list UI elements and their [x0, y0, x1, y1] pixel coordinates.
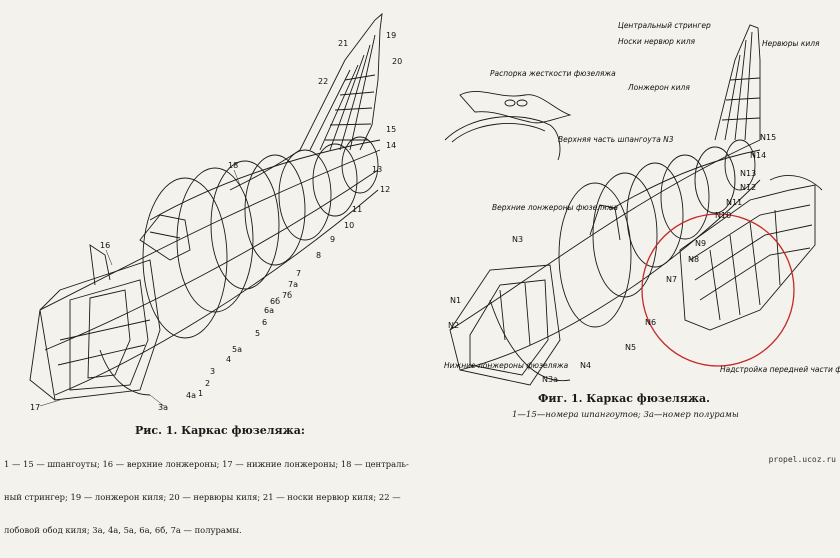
upper-longeron	[39, 149, 381, 311]
left-legend-line: ный стрингер; 19 — лонжерон киля; 20 — н…	[4, 492, 401, 502]
left-part-numbers: 21 19 20 22 15 14 13 12 11 10 9 8 7 7а 7…	[30, 31, 402, 412]
part-number-6: 6	[262, 318, 267, 327]
part-number-4a: 4а	[186, 391, 196, 400]
part-number-5: 5	[255, 329, 260, 338]
forward-superstructure	[679, 184, 816, 331]
frame-number-n2: N2	[448, 321, 459, 330]
frame-number-n8: N8	[688, 255, 699, 264]
frame-number-n7: N7	[666, 275, 677, 284]
left-caption-title: Рис. 1. Каркас фюзеляжа:	[135, 424, 305, 437]
callout-fin-spar: Лонжерон киля	[627, 83, 690, 92]
frame-number-n15: N15	[760, 133, 776, 142]
right-frame-numbers: N15 N14 N13 N12 N11 N10 N9 N8 N7 N6 N5 N…	[448, 133, 776, 384]
highlight-circle	[641, 213, 795, 367]
left-figure: 21 19 20 22 15 14 13 12 11 10 9 8 7 7а 7…	[0, 0, 420, 535]
callout-rib-noses: Носки нервюр киля	[618, 37, 695, 46]
callout-frame3-top: Верхняя часть шпангоута N3	[558, 135, 674, 144]
part-number-21: 21	[338, 39, 348, 48]
right-lower-longeron	[459, 179, 761, 371]
right-callouts: Центральный стрингер Носки нервюр киля Н…	[444, 21, 840, 374]
part-number-6b: 6б	[270, 297, 280, 306]
frame-number-n14: N14	[750, 151, 766, 160]
lower-longeron	[54, 189, 379, 396]
frame-number-n1: N1	[450, 296, 461, 305]
part-number-18: 18	[228, 161, 238, 170]
frame-number-n13: N13	[740, 169, 756, 178]
part-number-5a: 5а	[232, 345, 242, 354]
watermark: propel.ucoz.ru	[768, 455, 836, 464]
part-number-22: 22	[318, 77, 328, 86]
fuselage-frame-drawing-right: Центральный стрингер Носки нервюр киля Н…	[444, 21, 840, 386]
right-upper-longeron	[449, 139, 761, 331]
left-legend: 1 — 15 — шпангоуты; 16 — верхние лонжеро…	[4, 437, 409, 558]
part-number-11: 11	[352, 205, 362, 214]
frame-number-n11: N11	[726, 198, 742, 207]
fuselage-frame-drawing-left: 21 19 20 22 15 14 13 12 11 10 9 8 7 7а 7…	[29, 12, 402, 412]
callout-forward-superstructure: Надстройка передней части фюзеляжа	[720, 365, 840, 374]
frame-number-n5: N5	[625, 343, 636, 352]
part-number-19: 19	[386, 31, 396, 40]
part-number-7: 7	[296, 269, 301, 278]
part-number-14: 14	[386, 141, 396, 150]
part-number-15: 15	[386, 125, 396, 134]
callout-upper-longerons: Верхние лонжероны фюзеляжа	[492, 203, 618, 212]
part-number-9: 9	[330, 235, 335, 244]
frame-number-n10: N10	[715, 211, 731, 220]
callout-lower-longerons: Нижние лонжероны фюзеляжа	[444, 361, 569, 370]
part-number-20: 20	[392, 57, 402, 66]
right-caption-title: Фиг. 1. Каркас фюзеляжа.	[538, 392, 710, 405]
part-number-8: 8	[316, 251, 321, 260]
left-legend-line: 1 — 15 — шпангоуты; 16 — верхние лонжеро…	[4, 459, 409, 469]
left-legend-line: лобовой обод киля; 3а, 4а, 5а, 6а, 6б, 7…	[4, 525, 242, 535]
frame-number-n3a: N3а	[542, 375, 558, 384]
part-number-4: 4	[226, 355, 231, 364]
part-number-3a: 3а	[158, 403, 168, 412]
frame-number-n9: N9	[695, 239, 706, 248]
callout-fin-ribs: Нервюры киля	[762, 39, 820, 48]
part-number-2: 2	[205, 379, 210, 388]
part-number-7a: 7а	[288, 280, 298, 289]
part-number-7b: 7б	[282, 291, 292, 300]
stiffening-brace-detail	[459, 91, 572, 124]
part-number-17: 17	[30, 403, 40, 412]
part-number-3: 3	[210, 367, 215, 376]
frame-number-n12: N12	[740, 183, 756, 192]
frame-number-n6: N6	[645, 318, 656, 327]
frame-number-n3: N3	[512, 235, 523, 244]
callout-stiffening-brace: Распорка жесткости фюзеляжа	[490, 69, 616, 78]
part-number-13: 13	[372, 165, 382, 174]
right-caption-sub: 1—15—номера шпангоутов; 3а—номер полурам…	[512, 410, 739, 420]
right-figure: Центральный стрингер Носки нервюр киля Н…	[430, 0, 840, 467]
part-number-16: 16	[100, 241, 110, 250]
frame-number-n4: N4	[580, 361, 591, 370]
part-number-12: 12	[380, 185, 390, 194]
part-number-10: 10	[344, 221, 354, 230]
right-tail-fin	[714, 24, 761, 141]
callout-central-stringer: Центральный стрингер	[618, 21, 711, 30]
tail-fin-outline	[299, 12, 383, 151]
central-stringer	[149, 139, 381, 221]
part-number-6a: 6а	[264, 306, 274, 315]
part-number-1: 1	[198, 389, 203, 398]
